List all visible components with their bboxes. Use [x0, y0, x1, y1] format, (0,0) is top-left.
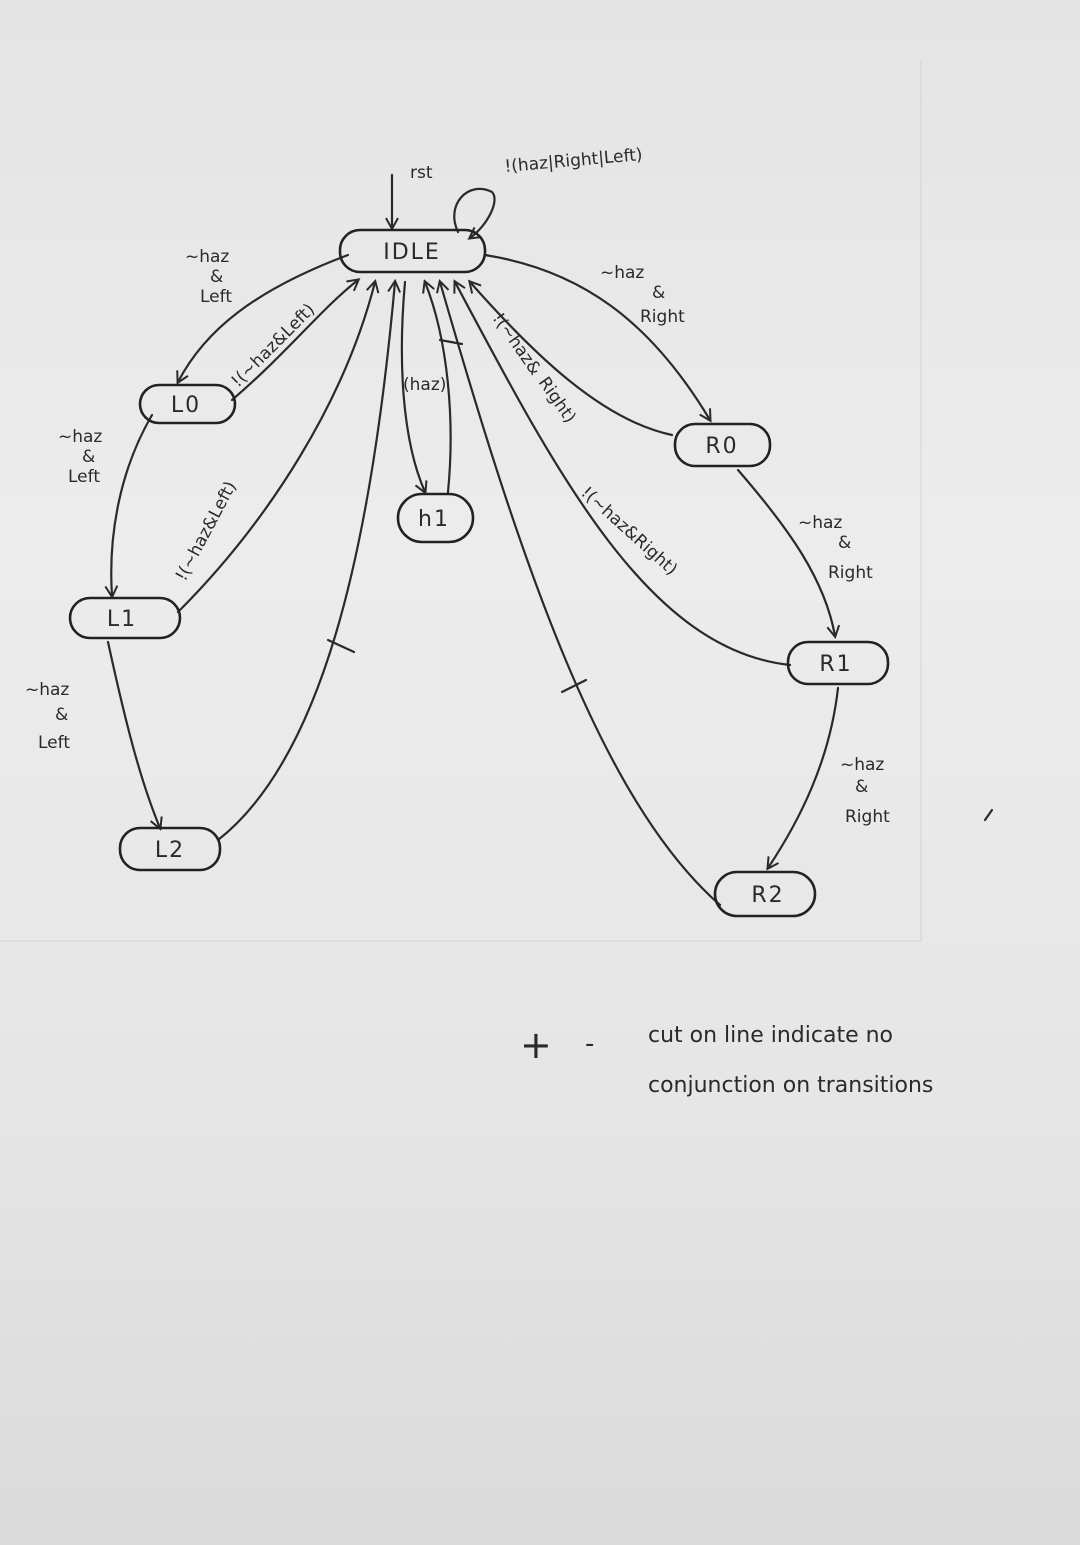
state-l2: L2	[118, 826, 222, 872]
label-idle-self: !(haz|Right|Left)	[504, 145, 644, 177]
svg-text:~haz: ~haz	[25, 680, 69, 700]
svg-text:&: &	[652, 283, 665, 303]
cut-mark-l2	[326, 638, 356, 654]
svg-text:Right: Right	[640, 307, 685, 327]
edge-r1-to-r2	[768, 686, 840, 868]
stray-mark	[983, 808, 994, 822]
state-r1-label: R1	[819, 652, 852, 677]
label-idle-to-h1: (haz)	[403, 375, 446, 395]
label-rst: rst	[410, 163, 433, 183]
svg-text:&: &	[838, 533, 851, 553]
state-idle: IDLE	[338, 228, 487, 274]
edge-r0-to-r1	[736, 468, 835, 636]
svg-text:~haz: ~haz	[600, 263, 644, 283]
edge-l2-to-idle	[216, 282, 395, 842]
edge-r1-to-idle	[455, 282, 792, 667]
svg-text:Left: Left	[68, 467, 100, 487]
edge-l0-to-l1	[111, 413, 154, 596]
edge-h1-to-idle	[425, 282, 452, 494]
svg-text:Right: Right	[828, 563, 873, 583]
state-l1-label: L1	[107, 607, 137, 632]
idle-self-loop	[453, 187, 496, 238]
sheet-edge	[0, 60, 922, 942]
svg-text:~haz: ~haz	[58, 427, 102, 447]
legend: + - cut on line indicate no conjunction …	[520, 1023, 933, 1098]
legend-dash: -	[585, 1029, 594, 1059]
svg-text:Right: Right	[845, 807, 890, 827]
state-r0-label: R0	[705, 434, 738, 459]
state-r0: R0	[673, 422, 772, 468]
edge-r0-to-idle	[470, 282, 674, 437]
edge-l1-to-l2	[106, 640, 160, 828]
state-r1: R1	[786, 640, 890, 686]
edge-idle-to-l0	[178, 253, 350, 382]
cut-mark-r2	[560, 678, 588, 694]
state-l1: L1	[68, 596, 182, 640]
state-l0-label: L0	[171, 393, 201, 418]
label-r1-to-r2: ~haz & Right	[840, 755, 890, 827]
svg-text:~haz: ~haz	[185, 247, 229, 267]
legend-line-1: cut on line indicate no	[648, 1023, 893, 1048]
label-idle-to-r0: ~haz & Right	[600, 263, 685, 327]
svg-text:~haz: ~haz	[798, 513, 842, 533]
edge-idle-to-h1	[400, 280, 425, 492]
svg-text:Left: Left	[38, 733, 70, 753]
state-l2-label: L2	[155, 838, 185, 863]
label-idle-to-l0: ~haz & Left	[185, 247, 232, 307]
svg-text:&: &	[210, 267, 223, 287]
label-l0-to-idle: !(~haz&Left)	[227, 300, 319, 392]
state-l0: L0	[138, 383, 237, 425]
svg-text:~haz: ~haz	[840, 755, 884, 775]
svg-text:Left: Left	[200, 287, 232, 307]
state-h1-label: h1	[418, 507, 450, 532]
label-l0-to-l1: ~haz & Left	[58, 427, 102, 487]
svg-text:!(~haz&: !(~haz&	[488, 309, 545, 379]
state-h1: h1	[396, 492, 475, 544]
edge-r2-to-idle	[440, 282, 722, 907]
edge-l0-to-idle	[230, 280, 358, 402]
legend-symbol: +	[520, 1023, 552, 1067]
edge-idle-to-r0	[483, 253, 710, 420]
legend-line-2: conjunction on transitions	[648, 1073, 933, 1098]
edge-l1-to-idle	[176, 282, 375, 614]
svg-text:&: &	[855, 777, 868, 797]
svg-text:&: &	[82, 447, 95, 467]
label-l1-to-idle: !(~haz&Left)	[172, 478, 241, 584]
svg-text:Right): Right)	[534, 373, 580, 427]
label-r0-to-r1: ~haz & Right	[798, 513, 873, 583]
state-idle-label: IDLE	[383, 240, 441, 265]
label-l1-to-l2: ~haz & Left	[25, 680, 70, 753]
svg-text:&: &	[55, 705, 68, 725]
state-r2: R2	[713, 870, 817, 918]
state-r2-label: R2	[751, 883, 784, 908]
